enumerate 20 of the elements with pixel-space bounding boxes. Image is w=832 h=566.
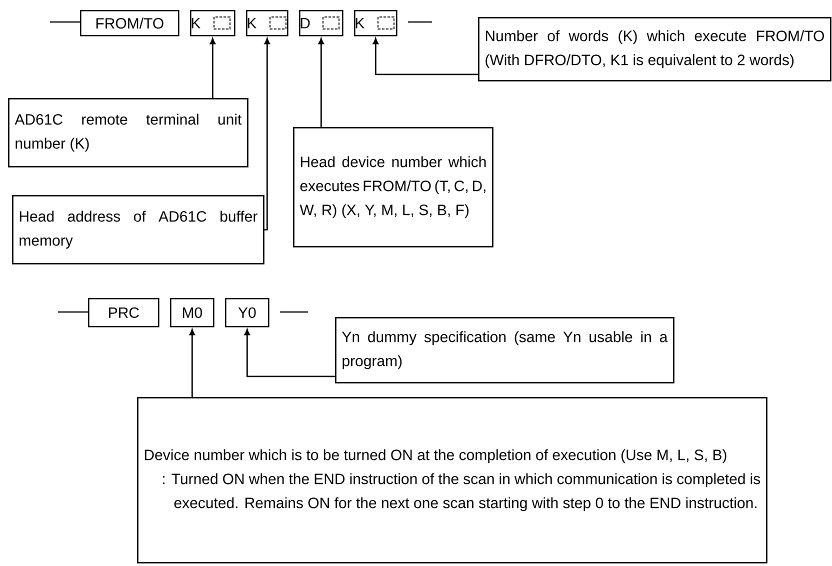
arrow bbox=[244, 329, 335, 378]
description-box: AD61C remote terminal unit number (K) bbox=[8, 98, 248, 168]
instruction-cell: K bbox=[354, 10, 398, 36]
instruction-cell: Y0 bbox=[225, 298, 270, 328]
instruction-cell: FROM/TO bbox=[80, 10, 180, 36]
arrow bbox=[372, 38, 478, 76]
description-box: Head address of AD61C buffer memory bbox=[12, 195, 264, 264]
instruction-cell: D bbox=[299, 10, 344, 36]
description-box: Yn dummy specification (same Yn usable in a program) bbox=[335, 317, 674, 384]
arrow bbox=[318, 38, 324, 127]
description-box: Number of words (K) which execute FROM/TO (With DFRO/DTO, K1 is equivalent to 2 words) bbox=[478, 17, 832, 82]
instruction-cell: K bbox=[246, 10, 288, 36]
description-box: Device number which is to be turned ON at the completion of execution (Use M, L, S, B) : Turned ON when the END instruction of the scan in which communication is completed is executed. Remains ON for the next one scan starting with step 0 to the END instruction. bbox=[137, 397, 768, 564]
arrow bbox=[189, 329, 196, 397]
arrow bbox=[210, 38, 216, 98]
instruction-cell: M0 bbox=[170, 298, 214, 328]
instruction-cell: PRC bbox=[88, 298, 160, 328]
instruction-cell: K bbox=[190, 10, 236, 36]
description-box: Head device number which executes FROM/TO (T, C, D, W, R) (X, Y, M, L, S, B, F) bbox=[293, 127, 494, 248]
arrow bbox=[264, 38, 270, 230]
